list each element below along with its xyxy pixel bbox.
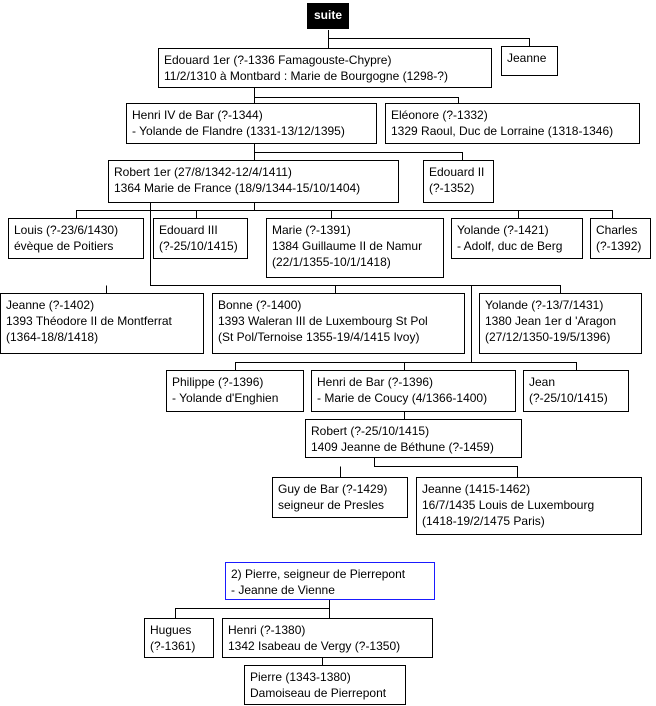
person-marriage: - Yolande de Flandre (1331-13/12/1395) — [132, 124, 345, 138]
person-name: Robert 1er (27/8/1342-12/4/1411) — [114, 165, 292, 179]
person-title: seigneur de Presles — [278, 498, 385, 512]
person-bonne: Bonne (?-1400) 1393 Waleran III de Luxem… — [212, 293, 465, 354]
person-name: Jeanne (?-1402) — [6, 298, 95, 312]
person-marriage: 1393 Théodore II de Montferrat — [6, 314, 172, 328]
person-dates: (?-25/10/1415) — [529, 391, 608, 405]
person-name: Hugues — [150, 623, 192, 637]
person-hugues: Hugues (?-1361) — [144, 618, 214, 658]
person-marriage: 1342 Isabeau de Vergy (?-1350) — [228, 639, 401, 653]
person-name: Henri de Bar (?-1396) — [317, 375, 434, 389]
person-marriage: 1380 Jean 1er d 'Aragon — [485, 314, 617, 328]
person-edouard-ii: Edouard II (?-1352) — [423, 160, 494, 203]
person-name: Edouard II — [429, 165, 485, 179]
person-dates: (?-1392) — [596, 239, 642, 253]
person-name: Eléonore (?-1332) — [391, 108, 488, 122]
person-name: Philippe (?-1396) — [172, 375, 264, 389]
person-marriage: - Adolf, duc de Berg — [457, 239, 563, 253]
person-dates: (?-1361) — [150, 639, 196, 653]
person-marie: Marie (?-1391) 1384 Guillaume II de Namu… — [266, 218, 444, 278]
person-pierre: Pierre (1343-1380) Damoiseau de Pierrepo… — [244, 665, 406, 705]
person-name: Henri IV de Bar (?-1344) — [132, 108, 263, 122]
person-henri-iv: Henri IV de Bar (?-1344) - Yolande de Fl… — [126, 103, 377, 144]
person-yolande-berg: Yolande (?-1421) - Adolf, duc de Berg — [451, 218, 583, 259]
person-philippe: Philippe (?-1396) - Yolande d'Enghien — [166, 370, 304, 412]
person-marriage: - Marie de Coucy (4/1366-1400) — [317, 391, 488, 405]
person-spouse-dates: (St Pol/Ternoise 1355-19/4/1415 Ivoy) — [218, 330, 420, 344]
person-name: Henri (?-1380) — [228, 623, 306, 637]
person-name: Edouard III — [159, 223, 218, 237]
person-name: Jeanne (1415-1462) — [422, 482, 531, 496]
person-charles: Charles (?-1392) — [590, 218, 651, 259]
person-spouse-dates: (1364-18/8/1418) — [6, 330, 99, 344]
person-name: Marie (?-1391) — [272, 223, 351, 237]
person-spouse-dates: (27/12/1350-19/5/1396) — [485, 330, 611, 344]
person-henri-de-bar: Henri de Bar (?-1396) - Marie de Coucy (… — [311, 370, 516, 412]
person-dates: (?-1352) — [429, 181, 475, 195]
person-marriage: 16/7/1435 Louis de Luxembourg — [422, 498, 595, 512]
person-marriage: - Jeanne de Vienne — [231, 583, 335, 597]
person-name: 2) Pierre, seigneur de Pierrepont — [231, 567, 406, 581]
person-louis: Louis (?-23/6/1430) évèque de Poitiers — [8, 218, 144, 259]
person-name: Yolande (?-13/7/1431) — [485, 298, 604, 312]
person-name: Guy de Bar (?-1429) — [278, 482, 388, 496]
person-marriage: 11/2/1310 à Montbard : Marie de Bourgogn… — [164, 69, 448, 83]
person-yolande-aragon: Yolande (?-13/7/1431) 1380 Jean 1er d 'A… — [479, 293, 642, 354]
person-title: Damoiseau de Pierrepont — [250, 686, 387, 700]
person-name: Bonne (?-1400) — [218, 298, 302, 312]
person-name: Pierre (1343-1380) — [250, 670, 351, 684]
person-spouse-dates: (1418-19/2/1475 Paris) — [422, 514, 545, 528]
person-guy-de-bar: Guy de Bar (?-1429) seigneur de Presles — [272, 477, 408, 518]
person-name: Charles — [596, 223, 638, 237]
person-marriage: 1329 Raoul, Duc de Lorraine (1318-1346) — [391, 124, 614, 138]
person-jeanne-luxembourg: Jeanne (1415-1462) 16/7/1435 Louis de Lu… — [416, 477, 642, 535]
person-edouard-iii: Edouard III (?-25/10/1415) — [153, 218, 248, 259]
person-jean: Jean (?-25/10/1415) — [523, 370, 629, 412]
person-henri: Henri (?-1380) 1342 Isabeau de Vergy (?-… — [222, 618, 433, 658]
person-name: Robert (?-25/10/1415) — [311, 424, 430, 438]
person-marriage: 1393 Waleran III de Luxembourg St Pol — [218, 314, 428, 328]
person-eleonore: Eléonore (?-1332) 1329 Raoul, Duc de Lor… — [385, 103, 640, 144]
person-title: évèque de Poitiers — [14, 239, 114, 253]
person-robert-1er: Robert 1er (27/8/1342-12/4/1411) 1364 Ma… — [108, 160, 399, 203]
person-marriage: 1384 Guillaume II de Namur — [272, 239, 423, 253]
person-name: Edouard 1er (?-1336 Famagouste-Chypre) — [164, 53, 392, 67]
person-name: Louis (?-23/6/1430) — [14, 223, 119, 237]
person-edouard-1er: Edouard 1er (?-1336 Famagouste-Chypre) 1… — [158, 48, 492, 88]
person-jeanne-montferrat: Jeanne (?-1402) 1393 Théodore II de Mont… — [0, 293, 204, 354]
person-name: Jean — [529, 375, 556, 389]
person-robert: Robert (?-25/10/1415) 1409 Jeanne de Bét… — [305, 419, 522, 458]
person-pierre-seigneur: 2) Pierre, seigneur de Pierrepont - Jean… — [225, 562, 435, 600]
person-spouse-dates: (22/1/1355-10/1/1418) — [272, 255, 391, 269]
person-marriage: 1409 Jeanne de Béthune (?-1459) — [311, 440, 494, 454]
person-name: Jeanne — [507, 51, 547, 65]
person-name: Yolande (?-1421) — [457, 223, 549, 237]
person-dates: (?-25/10/1415) — [159, 239, 238, 253]
person-marriage: 1364 Marie de France (18/9/1344-15/10/14… — [114, 181, 361, 195]
person-jeanne: Jeanne — [501, 46, 558, 76]
suite-header[interactable]: suite — [307, 3, 349, 29]
person-marriage: - Yolande d'Enghien — [172, 391, 279, 405]
